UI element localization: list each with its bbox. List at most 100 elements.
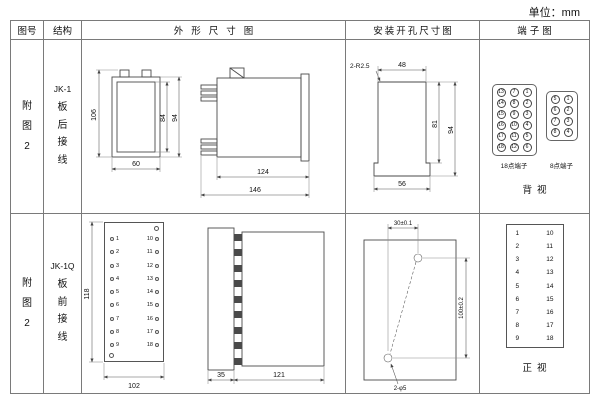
terminal-dot-icon [155, 237, 159, 241]
terminal-number: 15 [546, 295, 554, 303]
panel-terminal-row: 7 [110, 316, 119, 322]
terminal-circle: 14 [496, 99, 506, 108]
terminal-circle: 8 [509, 99, 519, 108]
front-view-label: 正视 [522, 363, 552, 374]
dim-cutout-top-width: 48 [398, 62, 406, 69]
terminal-circle: 5 [522, 132, 532, 141]
header-mounting-dims: 安装开孔尺寸图 [346, 21, 480, 40]
terminal-circle: 5 [550, 95, 560, 104]
terminal-18-label: 18点端子 [500, 163, 528, 170]
jk1-outline-drawing: 106 84 94 60 [91, 67, 310, 198]
terminal-number: 4 [515, 269, 520, 277]
terminal-dot-icon [110, 316, 114, 321]
terminal-circle: 13 [496, 88, 506, 97]
terminal-number: 8 [515, 321, 520, 329]
row2-figure-no: 附 图 2 [11, 214, 44, 393]
header-figure-no-label: 图号 [17, 26, 37, 37]
terminal-dot-icon [155, 329, 159, 334]
panel-terminals-left: 1 2 3 4 5 [110, 236, 119, 348]
dim-panel-height: 118 [84, 288, 91, 299]
panel-hole-bottom-left [109, 353, 114, 358]
cutout-shape [373, 81, 431, 177]
jk1q-mounting-hole-drawing: 30±0.1 100±0.2 2-φ5 [363, 221, 470, 392]
panel-terminal-row: 5 [110, 289, 119, 295]
panel-terminal-row: 1 [110, 236, 119, 242]
panel-terminal-row: 14 [147, 289, 159, 295]
terminal-dot-icon [110, 237, 114, 241]
header-terminal-diagram: 端子图 [480, 21, 589, 40]
panel-terminal-row: 9 [110, 342, 119, 348]
terminal-8-label: 8点端子 [549, 163, 574, 170]
dim-front-inner-height: 84 [160, 114, 167, 122]
panel-terminal-row: 12 [147, 263, 159, 269]
terminal-circle: 7 [550, 117, 560, 126]
header-structure: 结构 [44, 21, 82, 40]
terminal-number: 12 [546, 256, 554, 264]
terminal-circle: 2 [563, 106, 573, 115]
dim-hole-diameter: 2-φ5 [394, 386, 407, 392]
terminal-number: 16 [146, 315, 153, 322]
terminal-number: 10 [546, 230, 554, 237]
row1-figure-no: 附 图 2 [11, 40, 44, 214]
terminal-circle: 4 [522, 121, 532, 130]
terminal-number: 6 [116, 302, 120, 309]
terminal-circle: 2 [522, 99, 532, 108]
terminal-dot-icon [155, 343, 159, 347]
panel-dimension-lines: 118 102 [84, 221, 165, 390]
terminal-circle: 1 [563, 95, 573, 104]
jk1q-front-panel: 1 2 3 4 5 [104, 222, 164, 362]
terminal-number: 15 [146, 302, 153, 309]
panel-terminal-row: 2 [110, 249, 119, 255]
side-outline [207, 227, 325, 371]
terminal-dot-icon [110, 263, 114, 268]
terminal-number: 1 [116, 236, 120, 242]
dim-side-width-1: 124 [257, 169, 269, 176]
row1-structure: JK-1 板 后 接 线 [44, 40, 82, 214]
row2-outline-cell: 118 102 1 2 [82, 214, 346, 393]
terminal-number: 2 [116, 249, 120, 256]
dimension-table: 图号 结构 外形尺寸图 安装开孔尺寸图 端子图 附 图 2 JK-1 板 后 接… [10, 20, 590, 394]
terminal-number: 5 [116, 289, 120, 295]
terminal-number: 13 [146, 275, 153, 282]
terminal-dot-icon [110, 290, 114, 294]
mounting-extension-lines [373, 66, 458, 192]
side-contacts [234, 234, 242, 365]
dim-hole-spacing-h: 30±0.1 [394, 221, 413, 227]
terminal-number: 11 [146, 249, 153, 256]
rear-view-label: 背视 [522, 185, 552, 196]
terminal-dot-icon [155, 303, 159, 308]
terminal-number: 18 [146, 342, 153, 348]
dim-corner-radius: 2-R2.5 [350, 63, 370, 70]
terminal-number: 10 [146, 236, 153, 242]
terminal-number: 14 [546, 282, 554, 290]
terminal-number: 8 [116, 328, 120, 335]
row1-wiring-label: 板 后 接 线 [57, 102, 68, 166]
terminal-circle: 17 [496, 132, 506, 141]
terminal-dot-icon [110, 250, 114, 255]
terminal-number: 17 [146, 328, 153, 335]
row2-structure: JK-1Q 板 前 接 线 [44, 214, 82, 393]
terminal-dot-icon [110, 343, 114, 347]
terminal-circle: 3 [522, 110, 532, 119]
terminal-dot-icon [155, 263, 159, 268]
terminal-circle: 6 [550, 106, 560, 115]
jk1-side-view [200, 67, 310, 162]
header-terminal-diagram-label: 端子图 [517, 26, 555, 37]
terminal-circle: 18 [496, 143, 506, 152]
terminal-number: 13 [546, 269, 554, 277]
terminal-circle: 7 [509, 88, 519, 97]
jk1q-side-view: 35 121 [207, 227, 325, 384]
terminal-number: 14 [146, 289, 153, 295]
terminal-number: 18 [546, 335, 554, 342]
dim-hole-spacing-v: 100±0.2 [459, 297, 465, 319]
panel-hole-top-right [154, 226, 159, 231]
dim-side2-width-2: 121 [273, 372, 285, 379]
panel-terminal-row: 4 [110, 276, 119, 282]
dim-panel-width: 102 [128, 383, 140, 390]
